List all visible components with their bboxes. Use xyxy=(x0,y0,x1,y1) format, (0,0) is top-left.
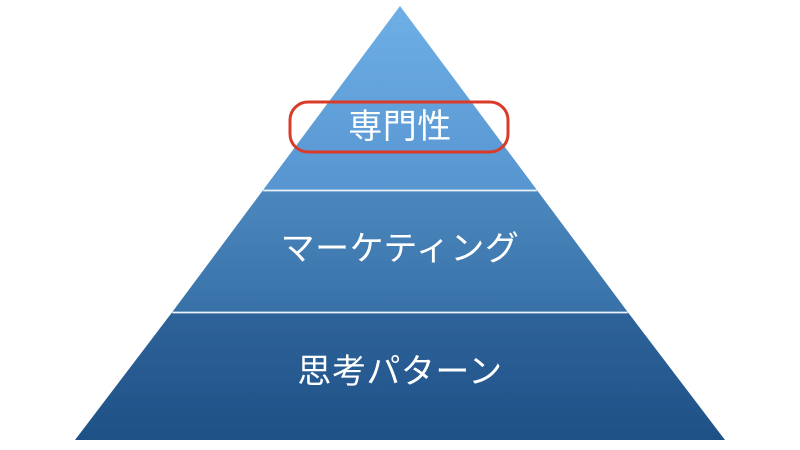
highlight-box[interactable] xyxy=(288,100,510,154)
pyramid-tier-bottom[interactable] xyxy=(75,312,725,440)
pyramid-tier-middle[interactable] xyxy=(172,190,628,312)
pyramid-tier-top[interactable] xyxy=(263,6,537,190)
